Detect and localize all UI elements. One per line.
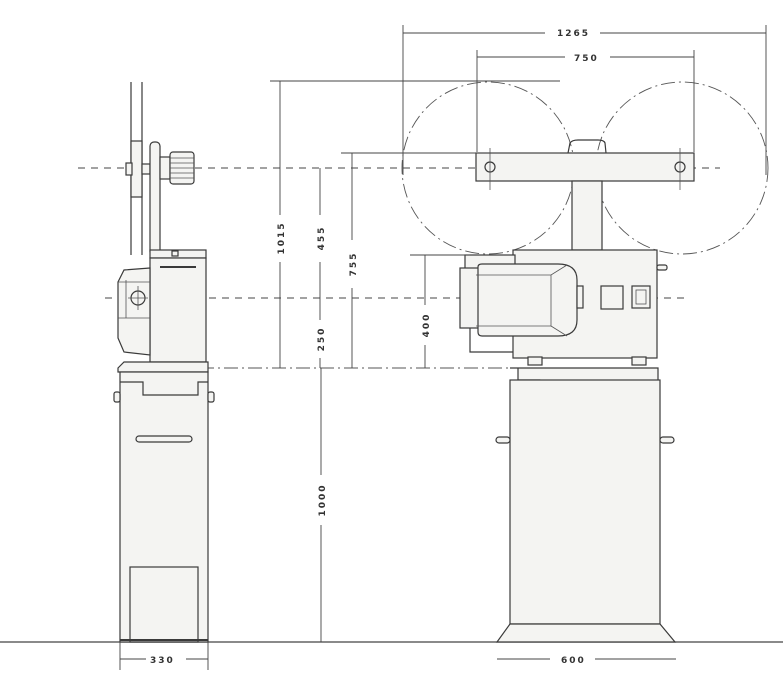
- control-square: [600, 285, 624, 310]
- dim-250: 250: [317, 298, 327, 368]
- dim-330: 330: [119, 642, 209, 670]
- dim-label-400: 400: [422, 313, 432, 338]
- dim-1265: 1265: [402, 25, 767, 175]
- front-view: [401, 81, 769, 643]
- access-door: [129, 566, 199, 643]
- dim-label-250: 250: [317, 327, 327, 352]
- control-knob: [631, 285, 651, 309]
- handle-slot: [135, 435, 193, 443]
- side-view: [113, 82, 215, 643]
- pedestal-foot: [495, 623, 677, 643]
- dim-1015: 1015: [277, 81, 287, 368]
- dim-label-1265: 1265: [557, 29, 590, 39]
- dim-750: 750: [476, 50, 695, 152]
- dim-1000: 1000: [318, 368, 328, 642]
- projector-head-side: [149, 257, 207, 363]
- dim-455: 455: [317, 168, 327, 298]
- dim-600: 600: [497, 656, 676, 666]
- pedestal-side: [119, 371, 209, 643]
- dim-400: 400: [422, 255, 432, 368]
- reel-arm: [149, 141, 161, 257]
- dim-label-1000: 1000: [318, 483, 328, 516]
- dim-label-600: 600: [561, 656, 586, 666]
- dim-label-1015: 1015: [277, 221, 287, 254]
- dim-label-755: 755: [349, 252, 359, 277]
- dim-label-330: 330: [150, 656, 175, 666]
- dim-label-750: 750: [574, 54, 599, 64]
- reel-arm-bar: [475, 152, 695, 182]
- dim-755: 755: [349, 153, 359, 368]
- dim-label-455: 455: [317, 226, 327, 251]
- pedestal-front: [509, 379, 661, 625]
